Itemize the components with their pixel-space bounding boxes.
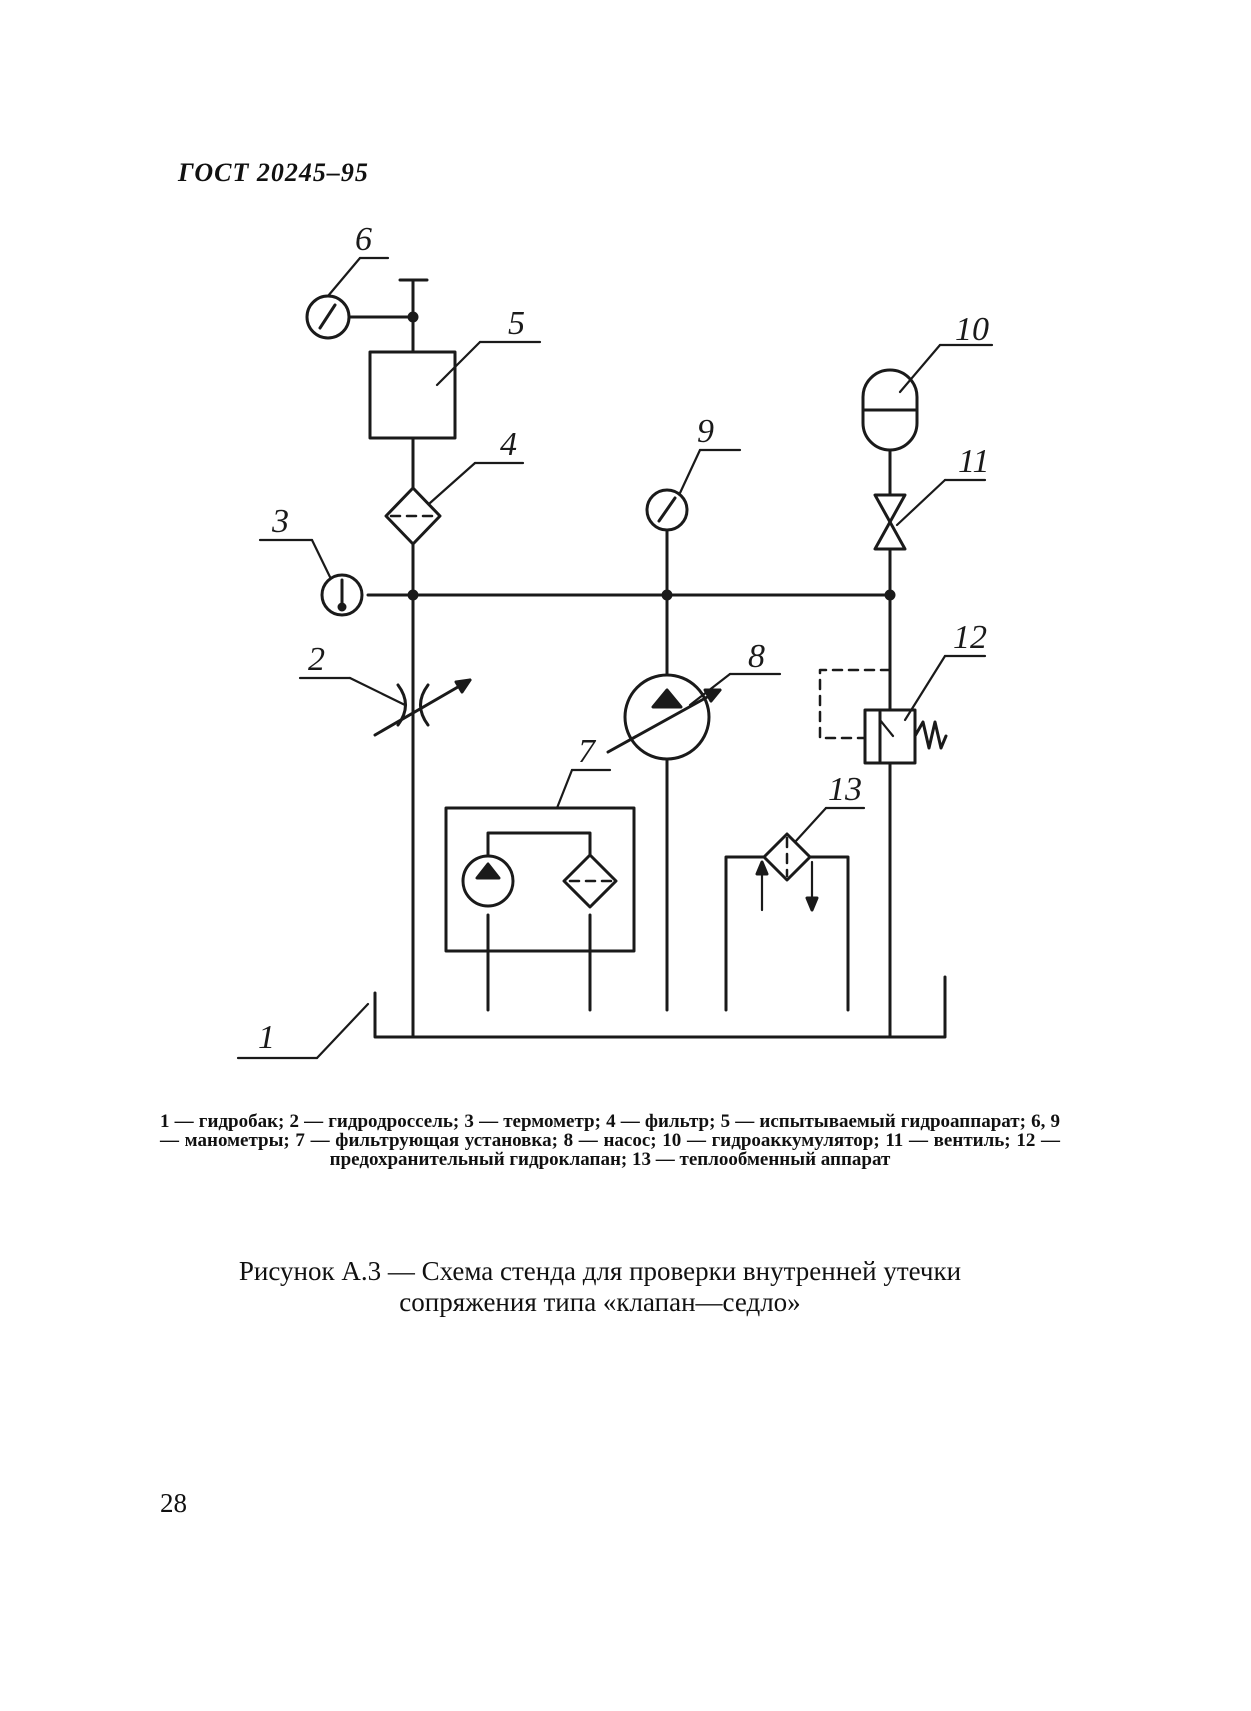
caption-line-1: Рисунок А.3 — Схема стенда для проверки … bbox=[238, 1256, 962, 1286]
callout-11: 11 bbox=[958, 443, 989, 480]
figure-legend: 1 — гидробак; 2 — гидродроссель; 3 — тер… bbox=[160, 1111, 1060, 1170]
filtering-unit-7 bbox=[444, 768, 636, 1012]
callout-12: 12 bbox=[953, 619, 987, 656]
pressure-gauge-9 bbox=[645, 448, 742, 532]
callout-13: 13 bbox=[828, 771, 862, 808]
pump-8 bbox=[606, 672, 782, 761]
document-header: ГОСТ 20245–95 bbox=[178, 158, 369, 187]
callout-8: 8 bbox=[748, 638, 765, 675]
junction-right bbox=[884, 589, 896, 601]
accumulator-10 bbox=[861, 343, 994, 452]
callout-9: 9 bbox=[697, 413, 714, 450]
callout-1: 1 bbox=[258, 1019, 275, 1056]
heat-exchanger-13 bbox=[724, 806, 866, 1012]
page-number: 28 bbox=[160, 1488, 187, 1518]
callout-5: 5 bbox=[508, 305, 525, 342]
callout-6: 6 bbox=[355, 221, 372, 258]
pressure-gauge-6 bbox=[305, 256, 419, 340]
junction-left bbox=[407, 589, 419, 601]
callout-4: 4 bbox=[500, 426, 517, 463]
tank bbox=[373, 975, 947, 1039]
callout-2: 2 bbox=[308, 641, 325, 678]
figure-caption: Рисунок А.3 — Схема стенда для проверки … bbox=[130, 1256, 1070, 1318]
relief-valve-12 bbox=[818, 654, 987, 765]
throttle-2 bbox=[298, 676, 472, 737]
callout-7: 7 bbox=[578, 733, 597, 770]
valve-11 bbox=[873, 478, 987, 551]
tank-leader bbox=[236, 1002, 370, 1060]
callout-10: 10 bbox=[955, 311, 989, 348]
thermometer-3 bbox=[258, 538, 364, 617]
caption-line-2: сопряжения типа «клапан—седло» bbox=[399, 1287, 801, 1317]
callout-3: 3 bbox=[271, 503, 289, 540]
filter-4 bbox=[384, 461, 525, 546]
tested-apparatus-5 bbox=[368, 340, 542, 440]
